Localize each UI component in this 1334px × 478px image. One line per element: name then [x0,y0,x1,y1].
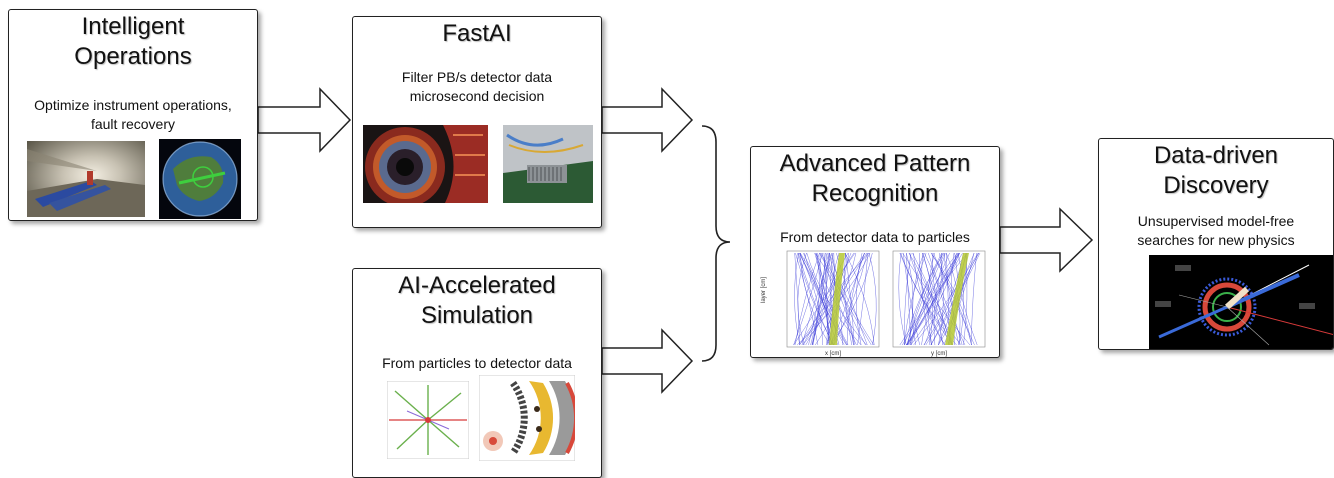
intelligent-operations-box: Intelligent Operations Optimize instrume… [8,9,258,221]
accelerator-tunnel-image [27,141,145,217]
calorimeter-simulation-image [479,375,575,461]
track-line [899,252,959,346]
track-line [803,252,847,346]
arrow-recognition-to-discovery [999,207,1094,273]
track-line [912,252,950,346]
plot-left-xlabel: x [cm] [825,351,841,357]
track-line [913,252,979,346]
data-driven-discovery-box: Data-driven Discovery Unsupervised model… [1098,138,1334,350]
track-line [906,252,960,346]
track-line [844,252,875,346]
discovery-desc-1: Unsupervised model-free [1137,213,1295,229]
plot-ylabel: layer [cm] [761,277,767,303]
arrow-operations-to-fastai [257,87,352,153]
track-line [829,252,875,346]
arrow-simulation-to-brace [601,328,694,394]
pattern-recognition-title-1: Advanced Pattern [779,150,971,177]
track-line [954,252,978,346]
particle-event-diagram-image [387,381,469,459]
track-line [805,252,852,346]
track-line [814,252,854,346]
pattern-recognition-desc: From detector data to particles [780,229,970,245]
track-line [903,252,927,346]
track-line [799,252,823,346]
track-line [938,252,944,346]
intelligent-operations-title-2: Operations [74,43,192,70]
ai-accelerated-simulation-box: AI-Accelerated Simulation From particles… [352,268,602,478]
track-line [844,252,853,346]
track-line [912,252,925,346]
simulation-desc: From particles to detector data [382,355,572,371]
discovery-desc-2: searches for new physics [1137,232,1295,248]
track-line [794,252,801,346]
track-line [868,252,877,346]
track-plots-image: layer [cm] x [cm] y [cm] [759,249,991,357]
track-line [919,252,945,346]
track-line [904,252,944,346]
track-line [904,252,912,346]
track-line [933,252,946,346]
track-line [943,252,963,346]
track-line [801,252,833,346]
fastai-desc-2: microsecond decision [409,88,545,104]
discovery-title-1: Data-driven [1153,142,1279,169]
advanced-pattern-recognition-box: Advanced Pattern Recognition From detect… [750,146,1000,358]
track-line [901,252,968,346]
track-line [924,252,943,346]
track-line [833,252,868,346]
intelligent-operations-desc-1: Optimize instrument operations, [34,97,232,113]
intelligent-operations-desc-2: fault recovery [90,116,176,132]
earth-globe-image [159,139,241,219]
arrow-fastai-to-brace [601,87,694,153]
track-line [826,252,835,346]
fastai-box: FastAI Filter PB/s detector data microse… [352,16,602,228]
track-line [927,252,935,346]
detector-barrel-image [363,125,488,203]
track-line [811,252,820,346]
simulation-title-2: Simulation [420,302,534,329]
electronics-board-image [503,125,593,203]
plot-right-xlabel: y [cm] [931,351,947,357]
track-line [906,252,959,346]
intelligent-operations-title-1: Intelligent [81,13,185,40]
fastai-desc-1: Filter PB/s detector data [401,69,553,85]
track-line [795,252,819,346]
simulation-title-1: AI-Accelerated [398,272,556,299]
track-line [793,252,856,346]
track-line [793,252,823,346]
track-line [820,252,854,346]
track-line [910,252,957,346]
pattern-recognition-title-2: Recognition [811,180,939,207]
curly-brace [701,125,731,362]
track-line [928,252,966,346]
collision-event-image [1149,255,1333,349]
track-line [799,252,845,346]
track-line [906,252,912,346]
fastai-title: FastAI [442,20,512,47]
discovery-title-2: Discovery [1163,172,1269,199]
track-line [857,252,869,346]
track-line [856,252,863,346]
